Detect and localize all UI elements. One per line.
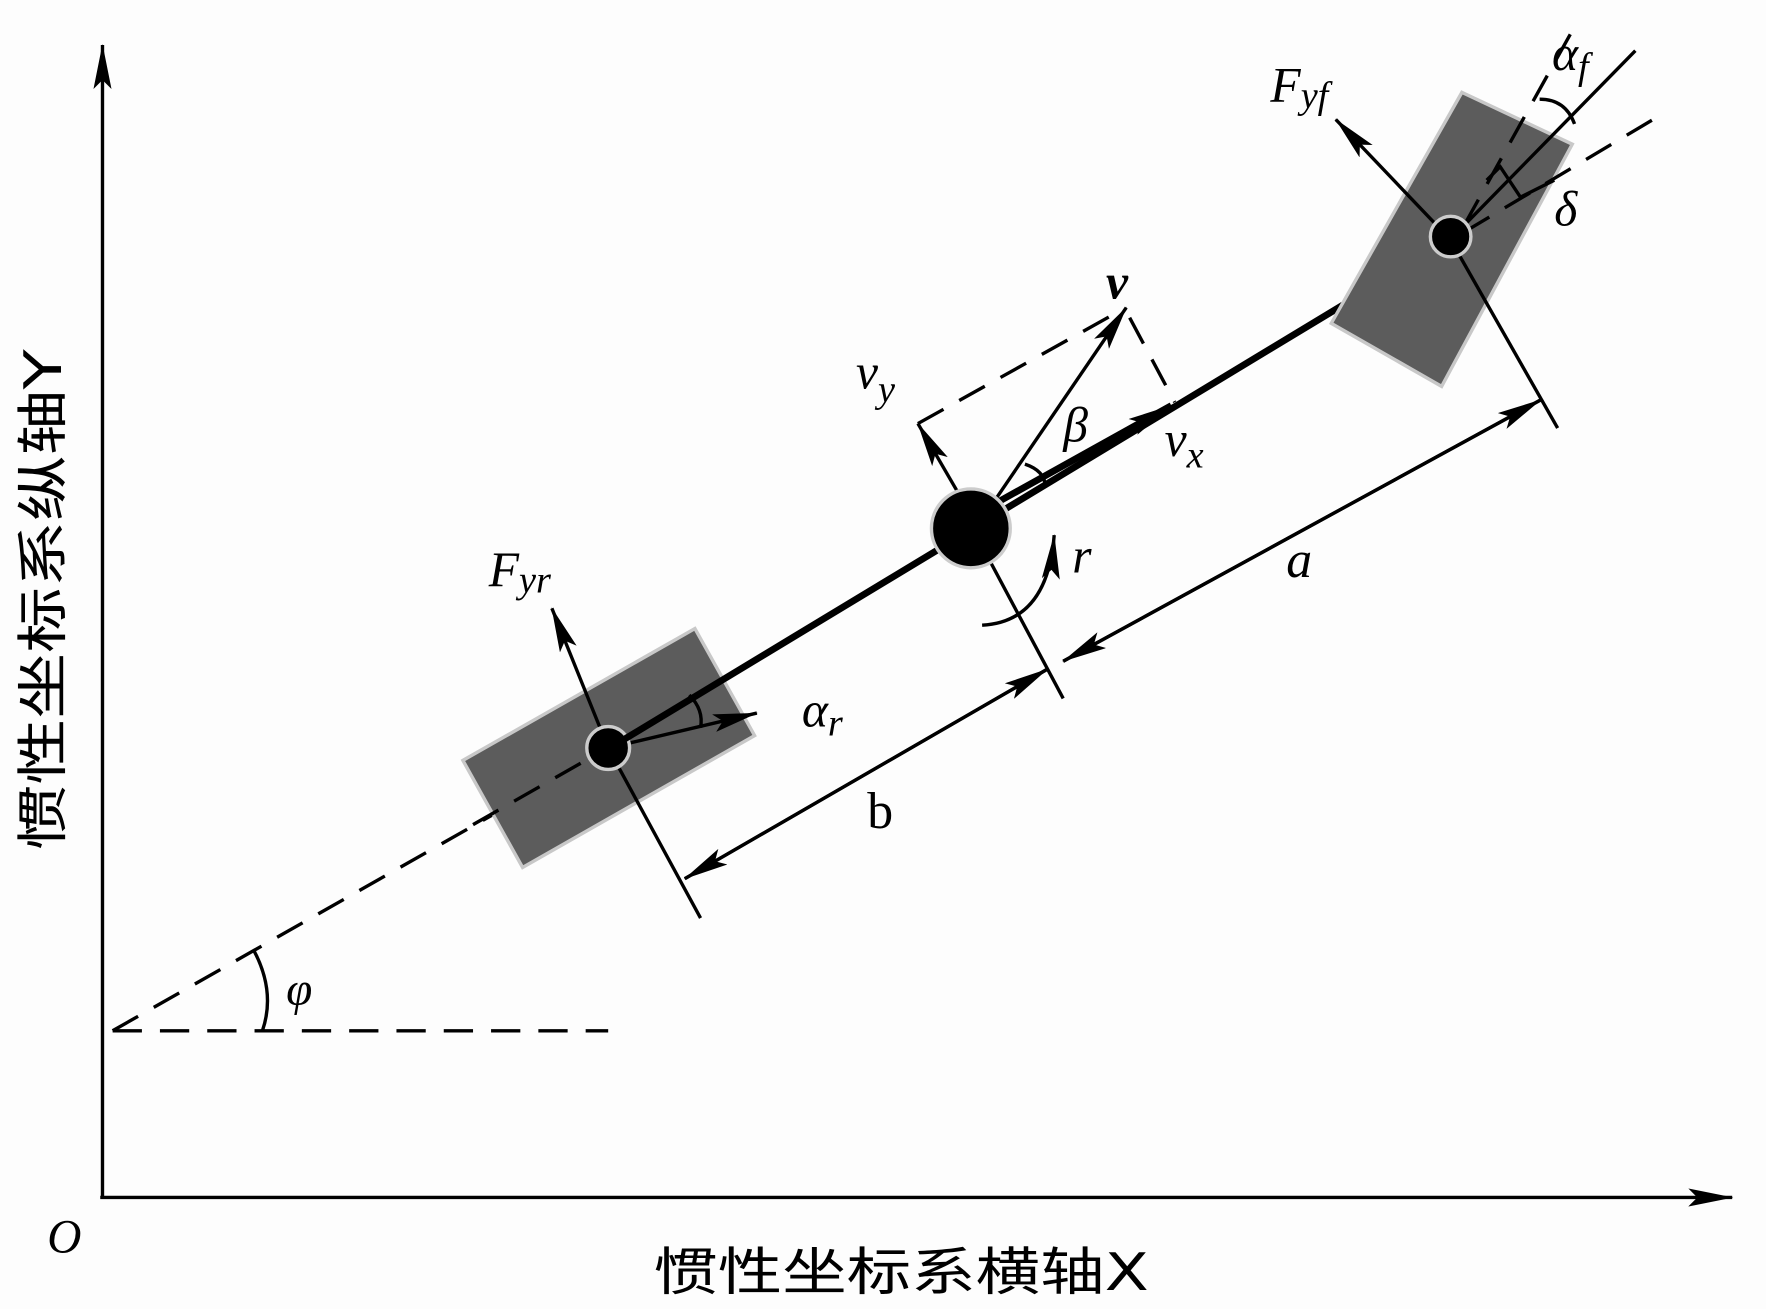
y-axis-label: 惯性坐标系纵轴Y (14, 349, 74, 851)
dimension-lines (683, 398, 1542, 881)
front-tire-velocity-line (1462, 49, 1637, 227)
dimension-a-line-end (1062, 398, 1542, 663)
steer-angle-label: δ (1554, 181, 1578, 236)
yaw-rate-arc (982, 533, 1060, 627)
lateral-velocity-label: vy (856, 345, 896, 412)
v-arrow (989, 306, 1128, 507)
rear-axle-dash (472, 754, 595, 827)
front-axle-normal (1449, 239, 1560, 429)
front-wheel-center (1428, 214, 1473, 259)
inertial-axes (93, 43, 1734, 1207)
dimension-b-label: b (867, 783, 893, 840)
rear-lateral-force-arrow (550, 607, 610, 749)
steer-angle-right-angle (1485, 164, 1556, 200)
rear-tire (460, 607, 758, 919)
heading-angle-label: φ (286, 964, 312, 1016)
rear-wheel-center (585, 724, 632, 772)
yaw-rate-label: r (1072, 528, 1092, 583)
front-lateral-force-arrow (1334, 118, 1452, 242)
front-slip-angle-arc (1539, 97, 1577, 125)
velocity-label: v (1106, 255, 1129, 310)
front-vehicle-axis-extension (1463, 111, 1666, 234)
sideslip-angle-arc (1024, 462, 1047, 487)
longitudinal-velocity-label: vx (1165, 412, 1204, 476)
front-wheel-heading-dash (1462, 21, 1579, 227)
origin-label: O (47, 1212, 81, 1264)
vx-arrow (989, 402, 1173, 509)
dimension-a-label: a (1286, 532, 1312, 589)
velocity-decomposition (916, 306, 1177, 509)
vx-projection-dash (1128, 316, 1177, 403)
front-lateral-force-label: Fyf (1269, 57, 1333, 117)
center-of-gravity (929, 487, 1065, 700)
front-tire (1328, 21, 1666, 429)
cg-marker (929, 487, 1012, 570)
vy-projection-dash (917, 308, 1123, 426)
rear-axle-normal (606, 747, 703, 919)
sideslip-angle-label: β (1062, 398, 1088, 453)
front-slip-angle-label: αf (1552, 26, 1594, 88)
x-axis-label: 惯性坐标系横轴X (653, 1243, 1149, 1303)
vehicle-body-axis (621, 237, 1453, 744)
rear-tire-velocity-arrow (607, 711, 758, 750)
dimension-b-line-end (683, 667, 1049, 881)
rear-slip-angle-label: αr (802, 683, 844, 745)
heading-angle-arc (251, 948, 270, 1032)
rear-lateral-force-label: Fyr (488, 542, 552, 602)
